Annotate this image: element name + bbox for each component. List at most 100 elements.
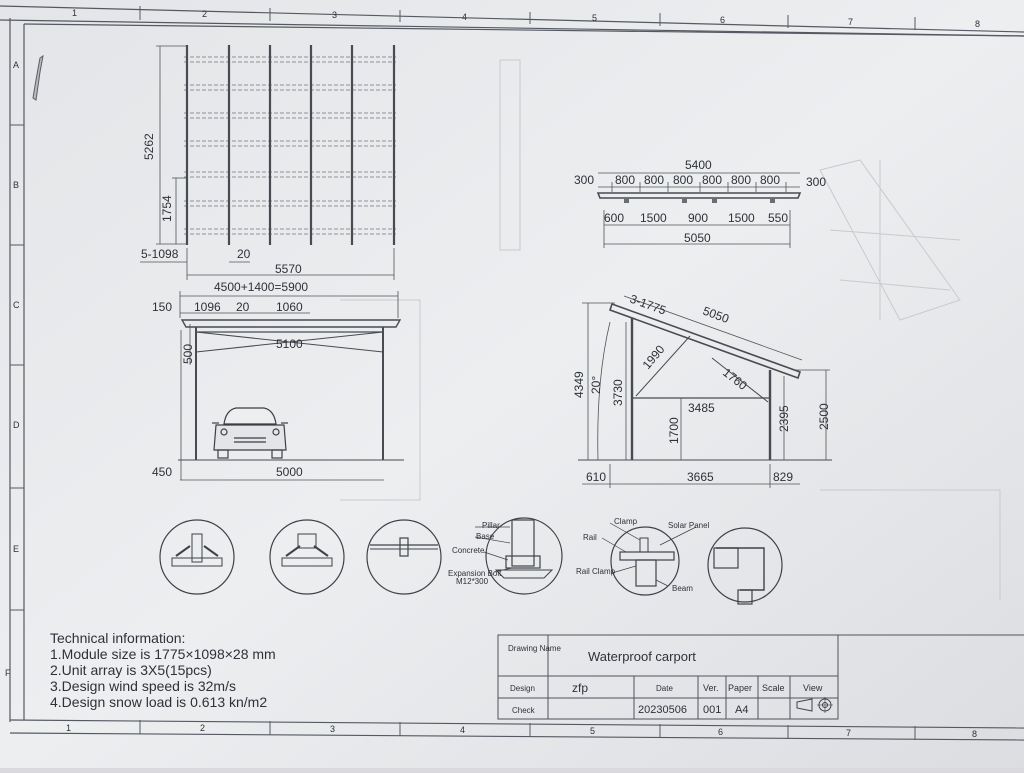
side-beam-length: 5100 bbox=[276, 337, 303, 351]
col-label-5: 5 bbox=[592, 13, 597, 23]
tech-line-3: 3.Design wind speed is 32m/s bbox=[50, 678, 236, 694]
side-view: 4500+1400=5900 150 1096 20 1060 5100 500… bbox=[152, 280, 404, 481]
detail-clamp-a bbox=[159, 519, 235, 595]
col-label-6-bottom: 6 bbox=[718, 727, 723, 737]
section-brace-height: 1700 bbox=[667, 417, 681, 444]
plan-span-label: 5-1098 bbox=[141, 247, 179, 261]
sheet-frame bbox=[0, 5, 1024, 741]
design-label: Design bbox=[510, 684, 535, 693]
col-label-1: 1 bbox=[72, 8, 77, 18]
tech-heading: Technical information: bbox=[50, 630, 186, 646]
label-expansion-bolt: Expansion Bolt bbox=[448, 569, 502, 578]
drawing-name-label: Drawing Name bbox=[508, 644, 561, 653]
front-rail-clamps bbox=[624, 198, 775, 203]
col-label-3-bottom: 3 bbox=[330, 724, 335, 734]
front-segment-6: 800 bbox=[760, 173, 780, 187]
front-dimension-lines bbox=[598, 172, 800, 248]
section-rear-height: 2500 bbox=[817, 403, 831, 430]
row-label-a: A bbox=[13, 60, 19, 70]
side-dimension-lines bbox=[179, 291, 399, 481]
paper-clip-icon bbox=[32, 54, 44, 101]
side-overhang: 150 bbox=[152, 300, 172, 314]
label-bolt-size: M12*300 bbox=[456, 577, 489, 586]
technical-information: Technical information: 1.Module size is … bbox=[50, 630, 276, 710]
column-ticks-bottom bbox=[139, 720, 916, 740]
side-base-offset: 450 bbox=[152, 465, 172, 479]
date-value: 20230506 bbox=[638, 704, 687, 716]
front-bottom-4: 1500 bbox=[728, 211, 755, 225]
col-label-7: 7 bbox=[848, 17, 853, 27]
drawing-name-value: Waterproof carport bbox=[588, 649, 696, 664]
label-beam: Beam bbox=[672, 584, 693, 593]
label-clamp: Clamp bbox=[614, 517, 638, 526]
title-block-grid bbox=[497, 634, 1024, 720]
detail-rail-clamp bbox=[601, 522, 697, 596]
plan-height-total: 5262 bbox=[142, 133, 156, 160]
side-spacing: 1060 bbox=[276, 300, 303, 314]
front-total-bottom: 5050 bbox=[684, 231, 711, 245]
side-post-span: 5000 bbox=[276, 465, 303, 479]
label-base: Base bbox=[476, 532, 495, 541]
side-module: 1096 bbox=[194, 300, 221, 314]
label-pillar: Pillar bbox=[482, 521, 500, 530]
show-through-ghost bbox=[340, 59, 1001, 600]
section-structure bbox=[578, 302, 832, 461]
row-label-d: D bbox=[13, 420, 20, 430]
detail-base bbox=[474, 517, 563, 595]
col-label-7-bottom: 7 bbox=[846, 728, 851, 738]
ver-value: 001 bbox=[703, 704, 721, 716]
label-solar-panel: Solar Panel bbox=[668, 521, 710, 530]
check-label: Check bbox=[512, 706, 536, 715]
front-total-top: 5400 bbox=[685, 158, 712, 172]
paper-label: Paper bbox=[728, 683, 752, 693]
col-label-8: 8 bbox=[975, 19, 980, 29]
label-rail: Rail bbox=[583, 533, 597, 542]
section-front-post: 3730 bbox=[611, 379, 625, 406]
section-dimension-lines bbox=[582, 295, 830, 488]
label-rail-clamp: Rail Clamp bbox=[576, 567, 616, 576]
date-label: Date bbox=[656, 684, 673, 693]
plan-purlins bbox=[184, 56, 396, 235]
front-edge-left: 300 bbox=[574, 173, 594, 187]
side-brace-right bbox=[195, 331, 384, 353]
col-label-8-bottom: 8 bbox=[972, 729, 977, 739]
row-label-f: F bbox=[5, 668, 11, 678]
plan-dimension-lines bbox=[140, 45, 395, 280]
plan-gap: 20 bbox=[237, 247, 251, 261]
section-overall-height: 4349 bbox=[572, 371, 586, 398]
plan-width-total: 5570 bbox=[275, 262, 302, 276]
plan-rails bbox=[185, 45, 396, 245]
car-icon bbox=[212, 407, 288, 459]
section-right-offset: 829 bbox=[773, 470, 793, 484]
front-bottom-3: 900 bbox=[688, 211, 708, 225]
detail-labels: Pillar Base Concrete Expansion Bolt M12*… bbox=[448, 517, 710, 593]
front-segment-3: 800 bbox=[673, 173, 693, 187]
tech-line-1: 1.Module size is 1775×1098×28 mm bbox=[50, 646, 276, 662]
front-panel-row bbox=[596, 192, 802, 199]
col-label-4: 4 bbox=[462, 12, 467, 22]
paper-value: A4 bbox=[735, 704, 748, 716]
tech-line-2: 2.Unit array is 3X5(15pcs) bbox=[50, 662, 212, 678]
col-label-3: 3 bbox=[332, 10, 337, 20]
tech-line-4: 4.Design snow load is 0.613 kn/m2 bbox=[50, 694, 268, 710]
plan-height-part: 1754 bbox=[160, 195, 174, 222]
front-segment-5: 800 bbox=[731, 173, 751, 187]
design-value: zfp bbox=[572, 681, 588, 695]
front-bottom-1: 600 bbox=[604, 211, 624, 225]
front-bottom-5: 550 bbox=[768, 211, 788, 225]
section-left-offset: 610 bbox=[586, 470, 606, 484]
column-ticks-top bbox=[139, 6, 916, 30]
side-height: 500 bbox=[181, 344, 195, 364]
section-brace-front bbox=[635, 335, 691, 397]
detail-joint bbox=[366, 519, 442, 595]
row-label-c: C bbox=[13, 300, 20, 310]
side-overall: 4500+1400=5900 bbox=[214, 280, 308, 294]
col-label-1-bottom: 1 bbox=[66, 723, 71, 733]
side-structure bbox=[178, 319, 404, 461]
front-bottom-2: 1500 bbox=[640, 211, 667, 225]
section-roof-panel bbox=[608, 302, 802, 380]
projection-symbol-icon bbox=[796, 697, 833, 713]
